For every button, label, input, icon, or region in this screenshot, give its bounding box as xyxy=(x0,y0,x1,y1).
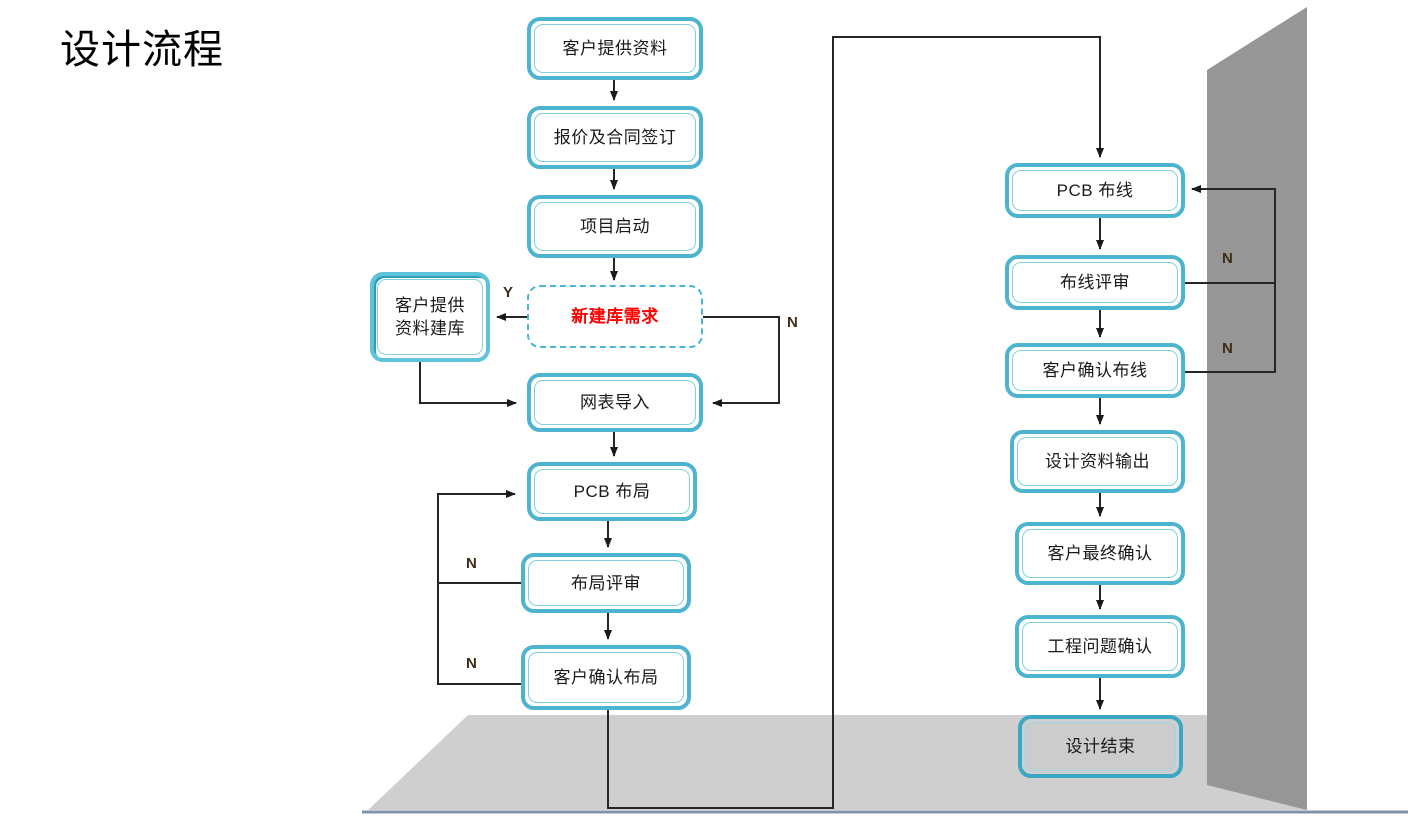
node-label: 客户最终确认 xyxy=(1047,544,1153,563)
node-label: 客户提供资料 xyxy=(562,39,668,58)
node-customer-final-confirm[interactable]: 客户最终确认 xyxy=(1015,522,1185,585)
node-label: 设计资料输出 xyxy=(1045,452,1150,471)
edge-label-yes: Y xyxy=(503,284,514,301)
node-label: 工程问题确认 xyxy=(1047,637,1153,656)
node-body: 设计资料输出 xyxy=(1017,437,1178,486)
decision-new-library-required[interactable]: 新建库需求 xyxy=(527,285,703,348)
node-label: PCB 布局 xyxy=(573,482,651,501)
node-body: 客户提供资料 xyxy=(534,24,696,73)
node-routing-review[interactable]: 布线评审 xyxy=(1005,255,1185,310)
node-label: 客户提供 资料建库 xyxy=(395,296,465,338)
node-label: 报价及合同签订 xyxy=(553,128,677,147)
edge-n9-n7-no xyxy=(437,494,521,685)
node-quote-and-contract[interactable]: 报价及合同签订 xyxy=(527,106,703,169)
edge-label-no-new-library: N xyxy=(787,314,798,331)
edge-label-no-placement-review: N xyxy=(466,555,477,572)
node-body: 客户最终确认 xyxy=(1022,529,1178,578)
node-label: 客户确认布局 xyxy=(553,668,659,687)
page-title: 设计流程 xyxy=(60,28,224,72)
node-body: 项目启动 xyxy=(534,202,696,251)
edge-n4-n6-no xyxy=(703,316,780,407)
node-body: PCB 布局 xyxy=(534,469,690,514)
edge-label-no-confirm-placement: N xyxy=(466,655,477,672)
edge-n8-n7-no xyxy=(437,490,521,584)
node-pcb-routing[interactable]: PCB 布线 xyxy=(1005,163,1185,218)
node-label: 设计结束 xyxy=(1065,737,1136,756)
edge-n11-n10-no xyxy=(1185,185,1276,284)
node-body: 布线评审 xyxy=(1012,262,1178,303)
node-body: 报价及合同签订 xyxy=(534,113,696,162)
node-design-end[interactable]: 设计结束 xyxy=(1018,715,1183,778)
node-label: 布局评审 xyxy=(571,573,641,593)
node-pcb-placement[interactable]: PCB 布局 xyxy=(527,462,697,521)
node-placement-review[interactable]: 布局评审 xyxy=(521,553,691,613)
node-body: 设计结束 xyxy=(1025,722,1176,771)
node-body: 工程问题确认 xyxy=(1022,622,1178,671)
edge-label-no-confirm-routing: N xyxy=(1222,340,1233,357)
edge-n9-n10-main xyxy=(607,36,1104,809)
node-label: 网表导入 xyxy=(580,393,650,412)
node-customer-provides-library-data[interactable]: 客户提供 资料建库 xyxy=(370,272,490,362)
node-body: 布局评审 xyxy=(528,560,684,606)
node-body: 网表导入 xyxy=(534,380,696,425)
node-body: 客户确认布线 xyxy=(1012,350,1178,391)
node-label: 新建库需求 xyxy=(571,307,659,326)
edge-label-no-routing-review: N xyxy=(1222,250,1233,267)
node-label: 布线评审 xyxy=(1060,273,1130,292)
node-project-kickoff[interactable]: 项目启动 xyxy=(527,195,703,258)
node-netlist-import[interactable]: 网表导入 xyxy=(527,373,703,432)
node-body: PCB 布线 xyxy=(1012,170,1178,211)
node-customer-confirm-routing[interactable]: 客户确认布线 xyxy=(1005,343,1185,398)
node-customer-provides-data[interactable]: 客户提供资料 xyxy=(527,17,703,80)
node-design-output[interactable]: 设计资料输出 xyxy=(1010,430,1185,493)
node-body: 客户确认布局 xyxy=(528,652,684,703)
node-label: 客户确认布线 xyxy=(1042,361,1148,380)
wall-plane xyxy=(1207,7,1307,810)
node-engineering-issue-confirm[interactable]: 工程问题确认 xyxy=(1015,615,1185,678)
node-label: 项目启动 xyxy=(580,217,650,236)
node-body: 客户提供 资料建库 xyxy=(377,279,483,355)
edge-n12-n10-no xyxy=(1185,283,1276,373)
node-body: 新建库需求 xyxy=(529,287,701,346)
node-customer-confirm-placement[interactable]: 客户确认布局 xyxy=(521,645,691,710)
node-label: PCB 布线 xyxy=(1056,181,1134,200)
edge-n5-n6 xyxy=(419,362,517,407)
